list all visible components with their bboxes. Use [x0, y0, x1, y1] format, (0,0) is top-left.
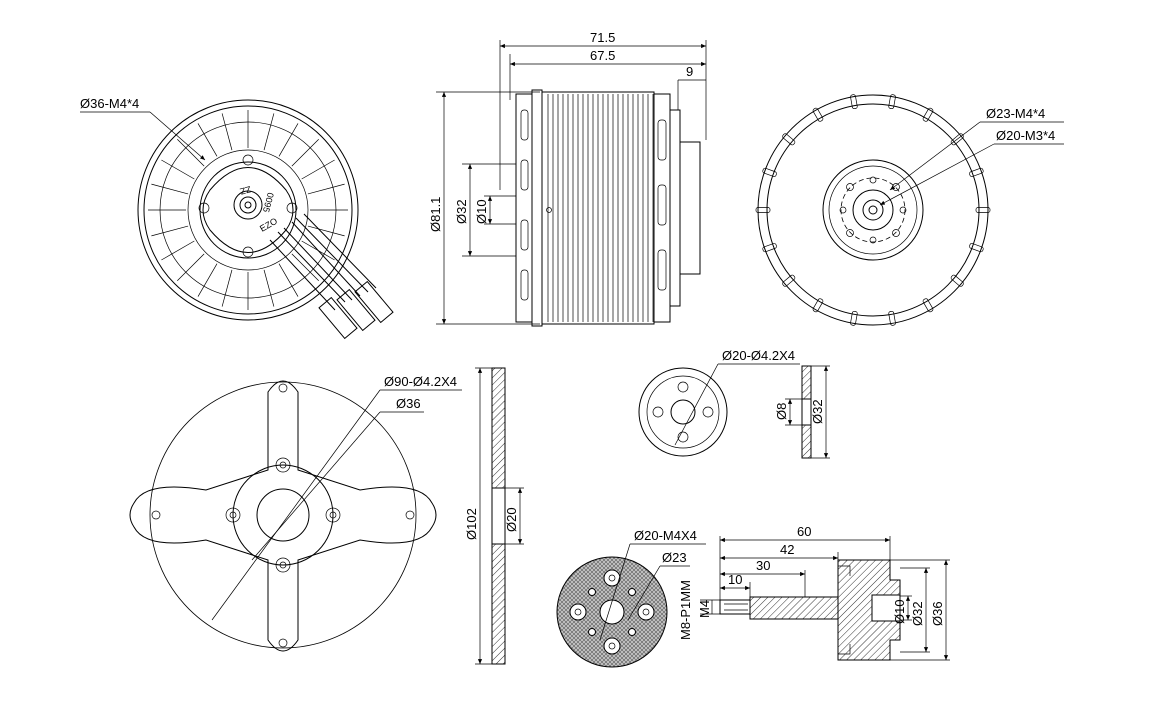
shaft-view: 60 42 30 10 M4 M8-P1MM Ø10 Ø32 Ø36	[678, 524, 950, 661]
label-prop-23: Ø23	[662, 550, 687, 565]
motor-top-view: ZZ 0095 EZO Ø36-M4*4	[80, 96, 394, 340]
dim-shaft-60: 60	[797, 524, 811, 539]
label-bottom-23: Ø23-M4*4	[986, 106, 1045, 121]
dim-shaft-dia10: Ø10	[892, 599, 907, 624]
label-mount-top: Ø36-M4*4	[80, 96, 139, 111]
dim-10: Ø10	[474, 199, 489, 224]
dim-81-1: Ø81.1	[428, 197, 443, 232]
engraving-2: 0095	[261, 191, 276, 213]
motor-wires	[269, 213, 394, 340]
engraving-1: ZZ	[238, 184, 252, 197]
small-adapter-view: Ø20-Ø4.2X4 Ø8 Ø32	[638, 348, 830, 459]
dim-adapter-8: Ø8	[774, 403, 789, 420]
label-plate-36: Ø36	[396, 396, 421, 411]
prop-adapter-view: Ø20-M4X4 Ø23	[556, 528, 706, 668]
dim-9: 9	[686, 64, 693, 79]
dim-71-5: 71.5	[590, 30, 615, 45]
dim-plate-20: Ø20	[504, 507, 519, 532]
dim-adapter-32: Ø32	[810, 399, 825, 424]
dim-shaft-10: 10	[728, 572, 742, 587]
dim-plate-102: Ø102	[464, 508, 479, 540]
dim-shaft-30: 30	[756, 558, 770, 573]
dim-shaft-42: 42	[780, 542, 794, 557]
dim-shaft-m4: M4	[697, 600, 712, 618]
engraving-3: EZO	[258, 216, 279, 234]
dim-shaft-dia32: Ø32	[910, 601, 925, 626]
label-adapter: Ø20-Ø4.2X4	[722, 348, 795, 363]
label-bottom-20: Ø20-M3*4	[996, 128, 1055, 143]
label-prop-20: Ø20-M4X4	[634, 528, 697, 543]
label-plate-90: Ø90-Ø4.2X4	[384, 374, 457, 389]
mount-plate-view: Ø90-Ø4.2X4 Ø36 Ø102 Ø20	[129, 367, 524, 665]
dim-shaft-dia36: Ø36	[930, 601, 945, 626]
dim-67-5: 67.5	[590, 48, 615, 63]
motor-side-view: 71.5 67.5 9 Ø81.1 Ø32 Ø10	[428, 30, 707, 327]
motor-bottom-view: Ø23-M4*4 Ø20-M3*4	[755, 94, 1064, 326]
dim-shaft-thread: M8-P1MM	[678, 580, 693, 640]
dim-32: Ø32	[454, 199, 469, 224]
